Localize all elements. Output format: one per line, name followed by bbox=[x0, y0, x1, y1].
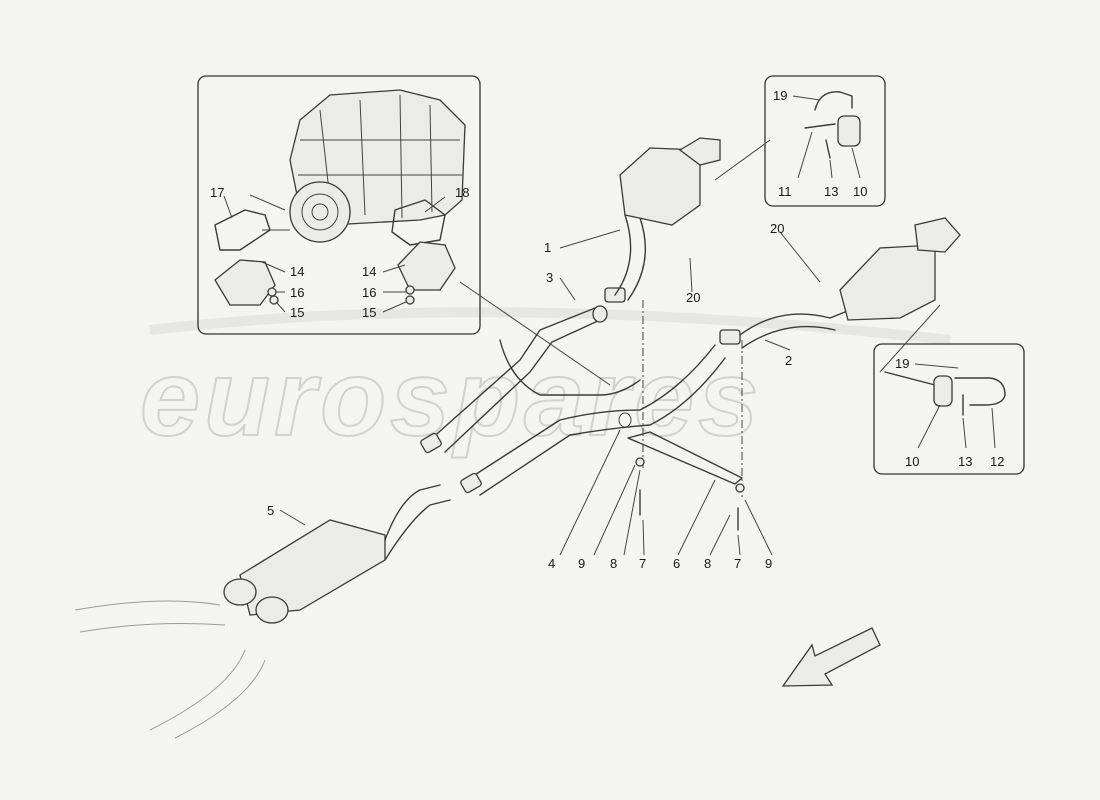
bracket-18 bbox=[391, 199, 446, 246]
callout-14-right: 14 bbox=[362, 264, 376, 279]
callout-11: 11 bbox=[778, 184, 792, 199]
callout-19-bottom: 19 bbox=[895, 356, 909, 371]
callout-17: 17 bbox=[210, 185, 224, 200]
callout-7-right: 7 bbox=[734, 556, 741, 571]
callout-8-right: 8 bbox=[704, 556, 711, 571]
callout-13-top: 13 bbox=[824, 184, 838, 199]
arrow-down-left-icon bbox=[781, 627, 881, 687]
callout-20-left: 20 bbox=[686, 290, 700, 305]
rubber-mount-10 bbox=[837, 115, 861, 147]
tail-tips-left bbox=[678, 137, 721, 166]
gearbox-illustration bbox=[289, 89, 466, 243]
mount-14-right bbox=[397, 241, 456, 291]
callout-6: 6 bbox=[673, 556, 680, 571]
tailpipe-2 bbox=[739, 309, 851, 349]
inset-gearbox-pointer bbox=[459, 281, 611, 386]
callout-1: 1 bbox=[544, 240, 551, 255]
callout-16-left: 16 bbox=[290, 285, 304, 300]
callout-9-right: 9 bbox=[765, 556, 772, 571]
callout-10-top: 10 bbox=[853, 184, 867, 199]
inset-top-right-frame bbox=[764, 75, 886, 207]
clamp-left-upper bbox=[420, 432, 442, 454]
callout-15-right: 15 bbox=[362, 305, 376, 320]
mount-14-left bbox=[214, 259, 276, 306]
callout-12: 12 bbox=[990, 454, 1004, 469]
pipe-4-crossover bbox=[469, 344, 716, 479]
callout-8-left: 8 bbox=[610, 556, 617, 571]
callout-10-bottom: 10 bbox=[905, 454, 919, 469]
watermark-text: eurospares bbox=[140, 337, 762, 458]
inset-bottom-right-frame bbox=[873, 343, 1025, 475]
rubber-mount-10-b bbox=[933, 375, 953, 407]
callout-2: 2 bbox=[785, 353, 792, 368]
hanger-12 bbox=[954, 377, 1006, 406]
callout-5: 5 bbox=[267, 503, 274, 518]
inset-gearbox-frame bbox=[197, 75, 481, 335]
callout-15-left: 15 bbox=[290, 305, 304, 320]
tail-tips-right bbox=[914, 217, 961, 253]
inset-top-right: 19 11 13 10 bbox=[714, 75, 886, 207]
inset-gearbox: 17 18 14 14 16 16 15 15 bbox=[197, 75, 611, 386]
hanger-11 bbox=[814, 91, 853, 111]
downpipes bbox=[74, 600, 266, 739]
callout-19-top: 19 bbox=[773, 88, 787, 103]
clamp-left-lower bbox=[460, 472, 482, 494]
callout-20-right: 20 bbox=[770, 221, 784, 236]
inset-bottom-right: 19 10 13 12 bbox=[873, 304, 1025, 475]
exhaust-assembly: 1 2 3 4 5 6 7 7 8 8 9 9 20 20 bbox=[74, 137, 961, 739]
pipe-3-upper bbox=[429, 307, 596, 441]
rear-silencer-right bbox=[839, 244, 936, 321]
rear-silencer-left bbox=[619, 147, 701, 226]
callout-18: 18 bbox=[455, 185, 469, 200]
callout-9-left: 9 bbox=[578, 556, 585, 571]
bracket-17 bbox=[214, 209, 271, 251]
callout-4: 4 bbox=[548, 556, 555, 571]
tailpipe-1 bbox=[614, 199, 646, 301]
bolt-13 bbox=[825, 139, 831, 159]
inset-bottom-right-pointer bbox=[879, 304, 941, 373]
callout-16-right: 16 bbox=[362, 285, 376, 300]
inset-top-right-pointer bbox=[714, 139, 771, 181]
callout-13-bottom: 13 bbox=[958, 454, 972, 469]
clamp-right-silencer bbox=[719, 329, 741, 345]
callout-14-left: 14 bbox=[290, 264, 304, 279]
callout-7-left: 7 bbox=[639, 556, 646, 571]
callout-3: 3 bbox=[546, 270, 553, 285]
